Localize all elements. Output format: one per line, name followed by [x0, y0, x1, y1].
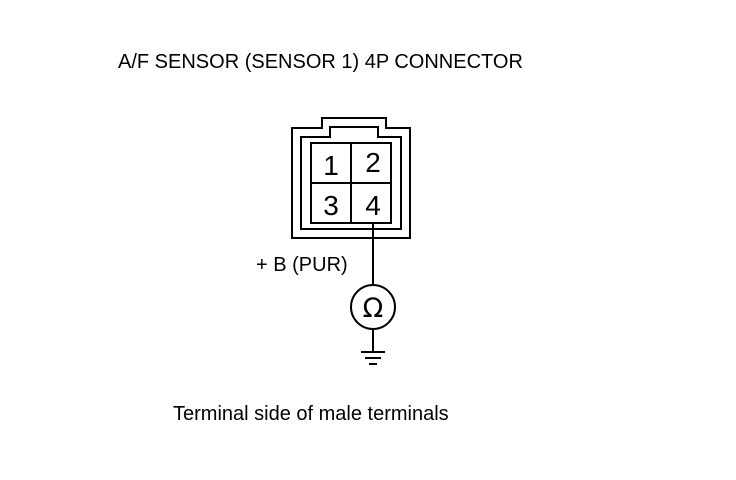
wire-label: + B (PUR): [256, 254, 348, 276]
pin-3-label: 3: [323, 190, 339, 221]
connector-housing: [291, 117, 411, 239]
ohm-symbol: Ω: [363, 293, 384, 324]
diagram-title: A/F SENSOR (SENSOR 1) 4P CONNECTOR: [118, 51, 523, 73]
pin-4-label: 4: [365, 190, 381, 221]
ground-icon: [361, 351, 385, 365]
pin-1-label: 1: [323, 150, 339, 181]
pin-2-label: 2: [365, 147, 381, 178]
ohmmeter-icon: Ω: [350, 284, 396, 330]
pin-grid: [310, 142, 392, 224]
diagram-caption: Terminal side of male terminals: [173, 403, 449, 425]
